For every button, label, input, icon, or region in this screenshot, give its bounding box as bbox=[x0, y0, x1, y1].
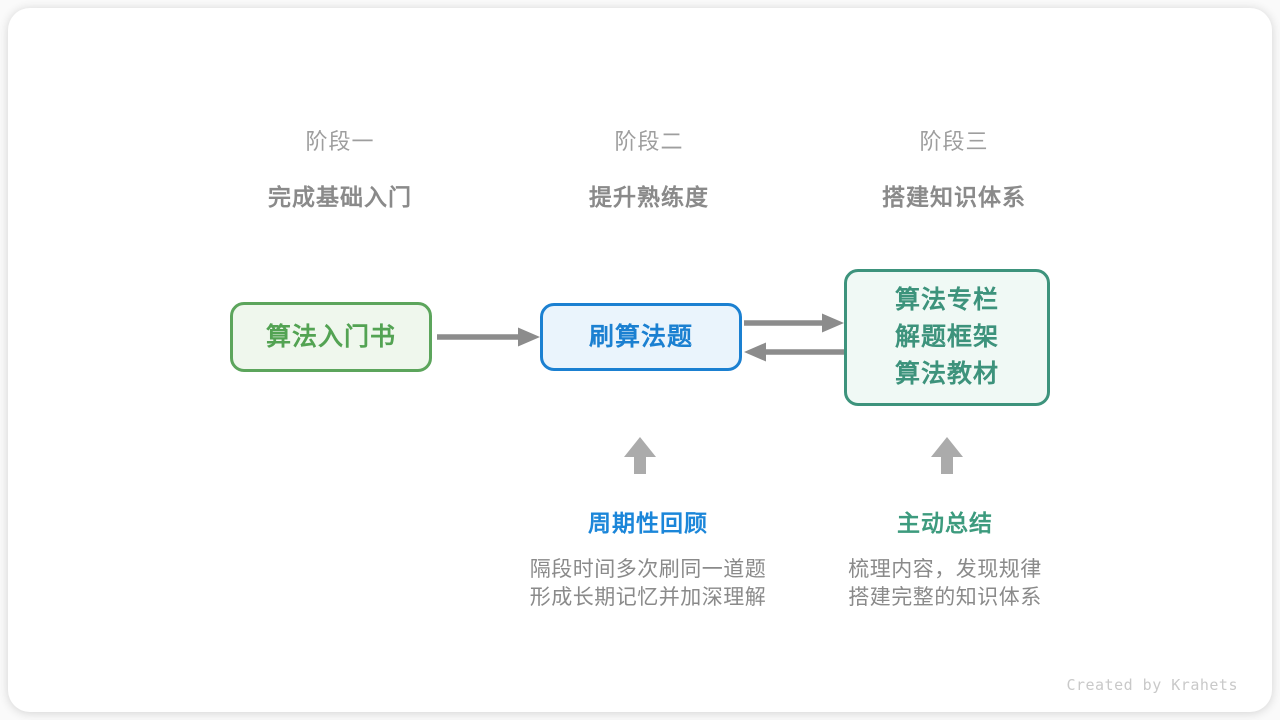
node-algorithm-intro-book: 算法入门书 bbox=[230, 302, 432, 372]
node-label: 算法入门书 bbox=[265, 322, 396, 351]
stage-2-label: 阶段二 bbox=[614, 129, 684, 154]
annotation-review-desc: 隔段时间多次刷同一道题 形成长期记忆并加深理解 bbox=[468, 556, 828, 612]
stage-3-subtitle: 搭建知识体系 bbox=[882, 184, 1026, 210]
node-label: 解题框架 bbox=[894, 323, 999, 351]
node-label: 刷算法题 bbox=[588, 322, 693, 351]
node-practice-problems: 刷算法题 bbox=[540, 303, 742, 371]
node-label: 算法专栏 bbox=[894, 286, 999, 314]
watermark-credit: Created by Krahets bbox=[1066, 676, 1238, 694]
arrow-up-summary-icon bbox=[931, 437, 963, 474]
annotation-summary-title: 主动总结 bbox=[897, 510, 993, 536]
annotation-summary-desc: 梳理内容，发现规律 搭建完整的知识体系 bbox=[765, 556, 1125, 612]
arrow-right-1-icon bbox=[437, 327, 540, 347]
annotation-review-desc-line2: 形成长期记忆并加深理解 bbox=[529, 586, 767, 609]
diagram-card: 阶段一 完成基础入门 阶段二 提升熟练度 阶段三 搭建知识体系 算法入门书 刷算… bbox=[8, 8, 1272, 712]
node-knowledge-resources: 算法专栏 解题框架 算法教材 bbox=[844, 269, 1050, 406]
arrow-up-review-icon bbox=[624, 437, 656, 474]
stage-1-subtitle: 完成基础入门 bbox=[268, 184, 412, 210]
stage-1-label: 阶段一 bbox=[305, 129, 375, 154]
arrow-right-2-icon bbox=[744, 313, 844, 333]
annotation-summary-desc-line2: 搭建完整的知识体系 bbox=[848, 586, 1042, 609]
annotation-summary-desc-line1: 梳理内容，发现规律 bbox=[848, 558, 1042, 581]
node-label: 算法教材 bbox=[894, 360, 999, 388]
stage-3-label: 阶段三 bbox=[919, 129, 989, 154]
annotation-review-desc-line1: 隔段时间多次刷同一道题 bbox=[529, 558, 767, 581]
arrow-left-icon bbox=[744, 342, 844, 362]
annotation-review-title: 周期性回顾 bbox=[588, 510, 708, 536]
stage-2-subtitle: 提升熟练度 bbox=[589, 184, 709, 210]
